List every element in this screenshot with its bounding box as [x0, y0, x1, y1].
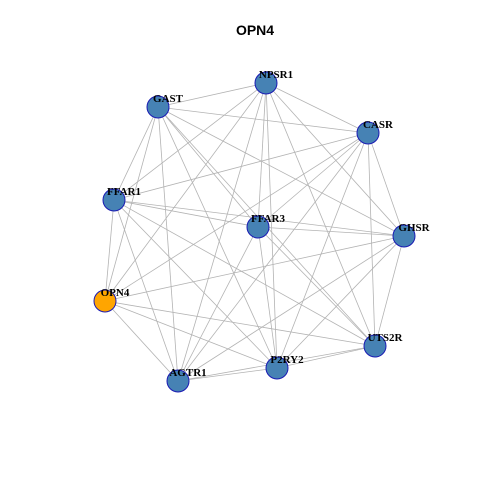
- node-circle-opn4[interactable]: [93, 289, 117, 313]
- edge-opn4-p2ry2: [104, 300, 278, 369]
- edge-casr-ffar1: [113, 132, 369, 201]
- edge-ffar1-opn4: [104, 199, 115, 302]
- edge-npsr1-ffar1: [113, 82, 267, 201]
- edge-opn4-agtr1: [104, 300, 179, 382]
- edge-gast-ffar1: [113, 106, 159, 201]
- node-label-opn4: OPN4: [101, 287, 130, 299]
- node-circle-ghsr[interactable]: [392, 224, 416, 248]
- edge-npsr1-casr: [265, 82, 369, 134]
- edge-casr-agtr1: [177, 132, 369, 382]
- node-ffar3[interactable]: FFAR3: [246, 213, 286, 239]
- edge-agtr1-p2ry2: [177, 367, 278, 382]
- node-label-ffar1: FFAR1: [107, 186, 141, 198]
- node-circle-p2ry2[interactable]: [265, 356, 289, 380]
- node-label-casr: CASR: [363, 119, 394, 131]
- edge-ffar3-uts2r: [257, 226, 376, 347]
- node-label-npsr1: NPSR1: [259, 69, 293, 81]
- node-agtr1[interactable]: AGTR1: [166, 367, 207, 393]
- edge-gast-casr: [157, 106, 369, 134]
- edge-npsr1-agtr1: [177, 82, 267, 382]
- edge-casr-ghsr: [367, 132, 405, 237]
- edge-ghsr-p2ry2: [276, 235, 405, 369]
- edge-opn4-uts2r: [104, 300, 376, 347]
- edge-ffar3-ghsr: [257, 226, 405, 237]
- edge-gast-ghsr: [157, 106, 405, 237]
- edge-casr-p2ry2: [276, 132, 369, 369]
- node-ffar1[interactable]: FFAR1: [102, 186, 141, 212]
- edge-ffar1-uts2r: [113, 199, 376, 347]
- node-circle-ffar1[interactable]: [102, 188, 126, 212]
- edge-npsr1-p2ry2: [265, 82, 278, 369]
- node-circle-npsr1[interactable]: [254, 71, 278, 95]
- edge-gast-npsr1: [157, 82, 267, 108]
- diagram-title: OPN4: [236, 22, 274, 38]
- edge-ffar3-p2ry2: [257, 226, 278, 369]
- edge-npsr1-ffar3: [257, 82, 267, 228]
- edges-layer: [104, 82, 405, 382]
- node-label-agtr1: AGTR1: [169, 367, 206, 379]
- node-circle-uts2r[interactable]: [363, 334, 387, 358]
- node-opn4[interactable]: OPN4: [93, 287, 130, 313]
- node-circle-casr[interactable]: [356, 121, 380, 145]
- edge-ffar3-agtr1: [177, 226, 259, 382]
- edge-ffar1-ffar3: [113, 199, 259, 228]
- node-ghsr[interactable]: GHSR: [392, 222, 431, 248]
- node-casr[interactable]: CASR: [356, 119, 394, 145]
- edge-casr-ffar3: [257, 132, 369, 228]
- edge-npsr1-uts2r: [265, 82, 376, 347]
- edge-gast-agtr1: [157, 106, 179, 382]
- edge-casr-uts2r: [367, 132, 376, 347]
- node-p2ry2[interactable]: P2RY2: [265, 354, 304, 380]
- node-circle-agtr1[interactable]: [166, 369, 190, 393]
- node-label-uts2r: UTS2R: [368, 332, 404, 344]
- node-label-ffar3: FFAR3: [251, 213, 286, 225]
- node-label-p2ry2: P2RY2: [270, 354, 304, 366]
- node-circle-gast[interactable]: [146, 95, 170, 119]
- edge-gast-ffar3: [157, 106, 259, 228]
- edge-gast-opn4: [104, 106, 159, 302]
- node-label-gast: GAST: [153, 93, 184, 105]
- edge-npsr1-ghsr: [265, 82, 405, 237]
- node-gast[interactable]: GAST: [146, 93, 184, 119]
- edge-ghsr-opn4: [104, 235, 405, 302]
- edge-ffar1-p2ry2: [113, 199, 278, 369]
- edge-casr-opn4: [104, 132, 369, 302]
- node-uts2r[interactable]: UTS2R: [363, 332, 404, 358]
- node-circle-ffar3[interactable]: [246, 215, 270, 239]
- edge-npsr1-opn4: [104, 82, 267, 302]
- edge-ghsr-agtr1: [177, 235, 405, 382]
- edge-p2ry2-uts2r: [276, 345, 376, 369]
- node-label-ghsr: GHSR: [398, 222, 430, 234]
- edge-ffar1-agtr1: [113, 199, 179, 382]
- node-npsr1[interactable]: NPSR1: [254, 69, 293, 95]
- edge-ghsr-uts2r: [374, 235, 405, 347]
